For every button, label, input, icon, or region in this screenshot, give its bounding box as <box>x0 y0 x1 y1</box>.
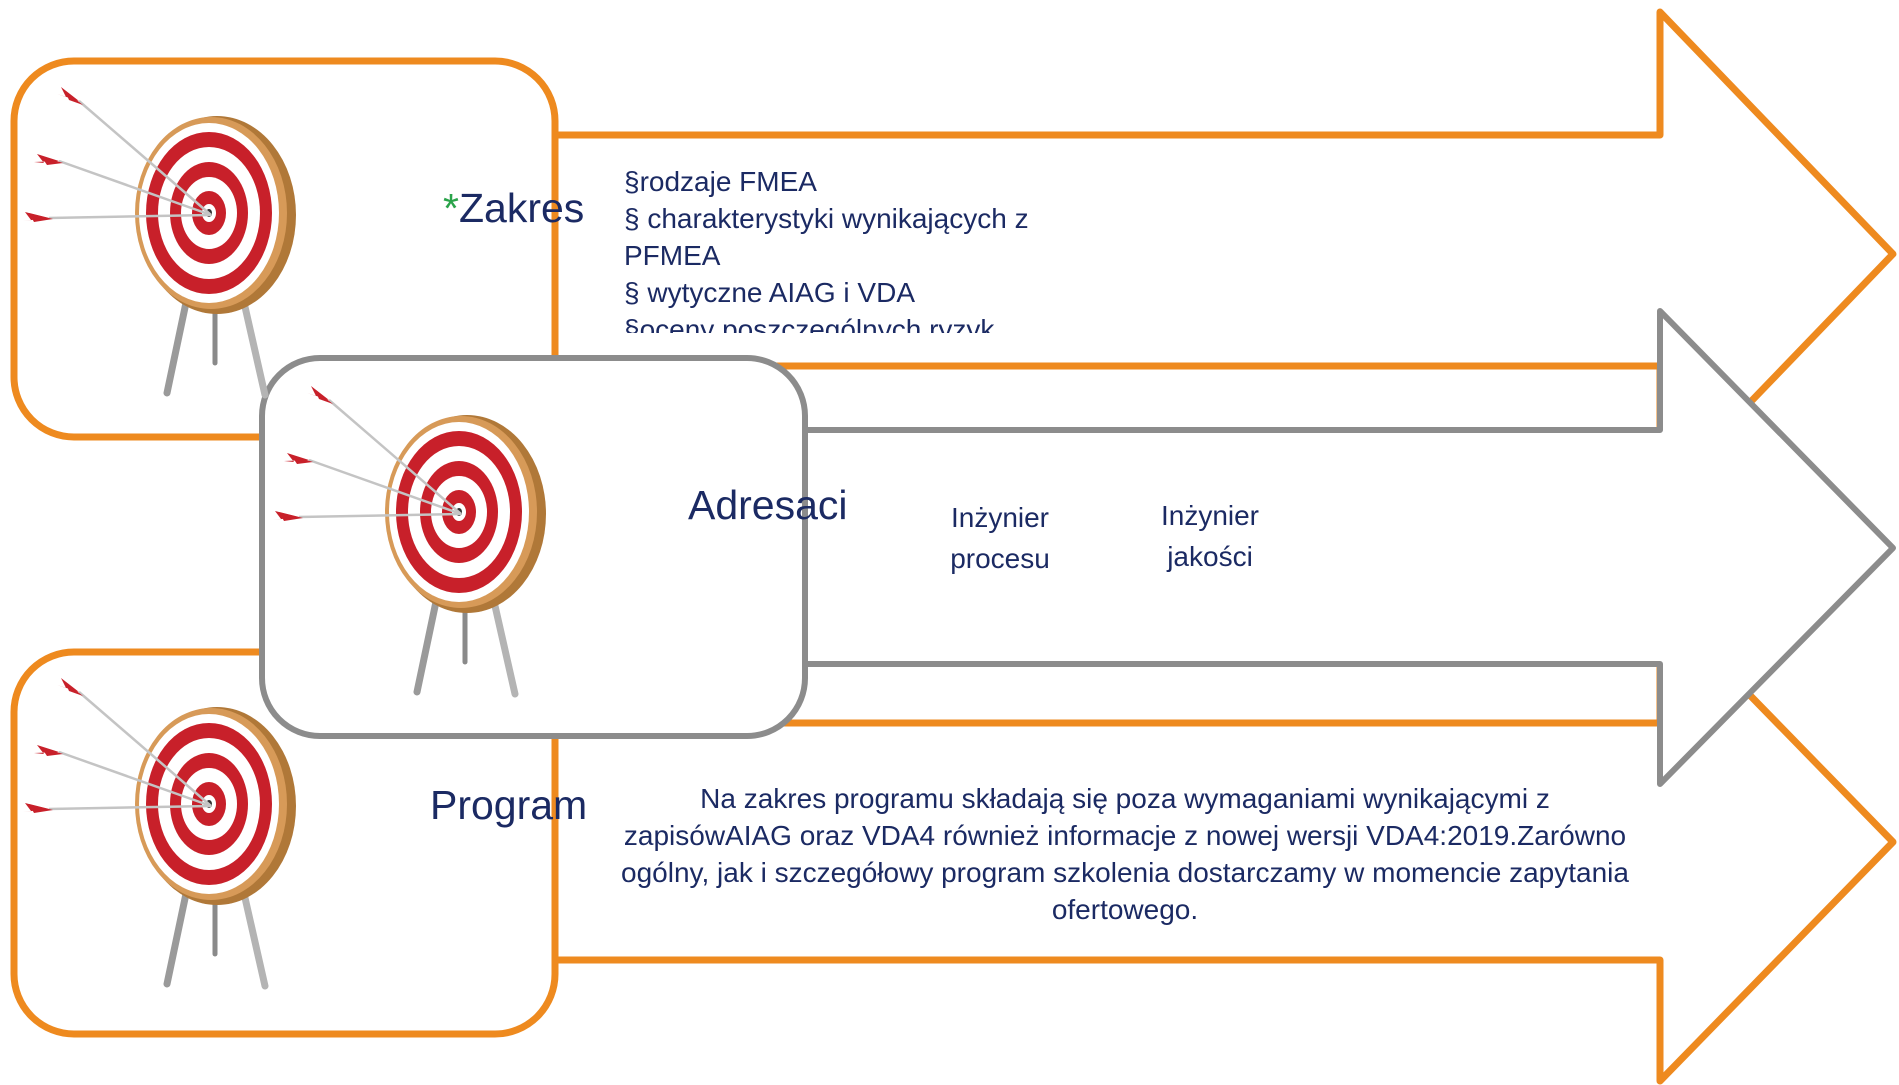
program-title: Program <box>430 782 588 828</box>
program-description: Na zakres programu składają się poza wym… <box>621 783 1629 925</box>
adresaci-arrow <box>797 308 1896 787</box>
list-item: §oceny poszczególnych ryzyk <box>624 314 995 333</box>
audience-item: Inżynier jakości <box>1160 500 1260 572</box>
audience-item: Inżynier procesu <box>950 502 1050 574</box>
zakres-title-text: Zakres <box>458 185 585 231</box>
list-item: § wytyczne AIAG i VDA <box>624 277 915 308</box>
adresaci-title: Adresaci <box>688 482 848 528</box>
list-item: §rodzaje FMEA <box>624 166 817 197</box>
list-item: § charakterystyki wynikających z PFMEA <box>624 203 1029 271</box>
zakres-topic-list: §rodzaje FMEA § charakterystyki wynikają… <box>624 163 1114 333</box>
zakres-star-marker: * <box>443 185 459 231</box>
zakres-title: *Zakres <box>443 188 584 229</box>
